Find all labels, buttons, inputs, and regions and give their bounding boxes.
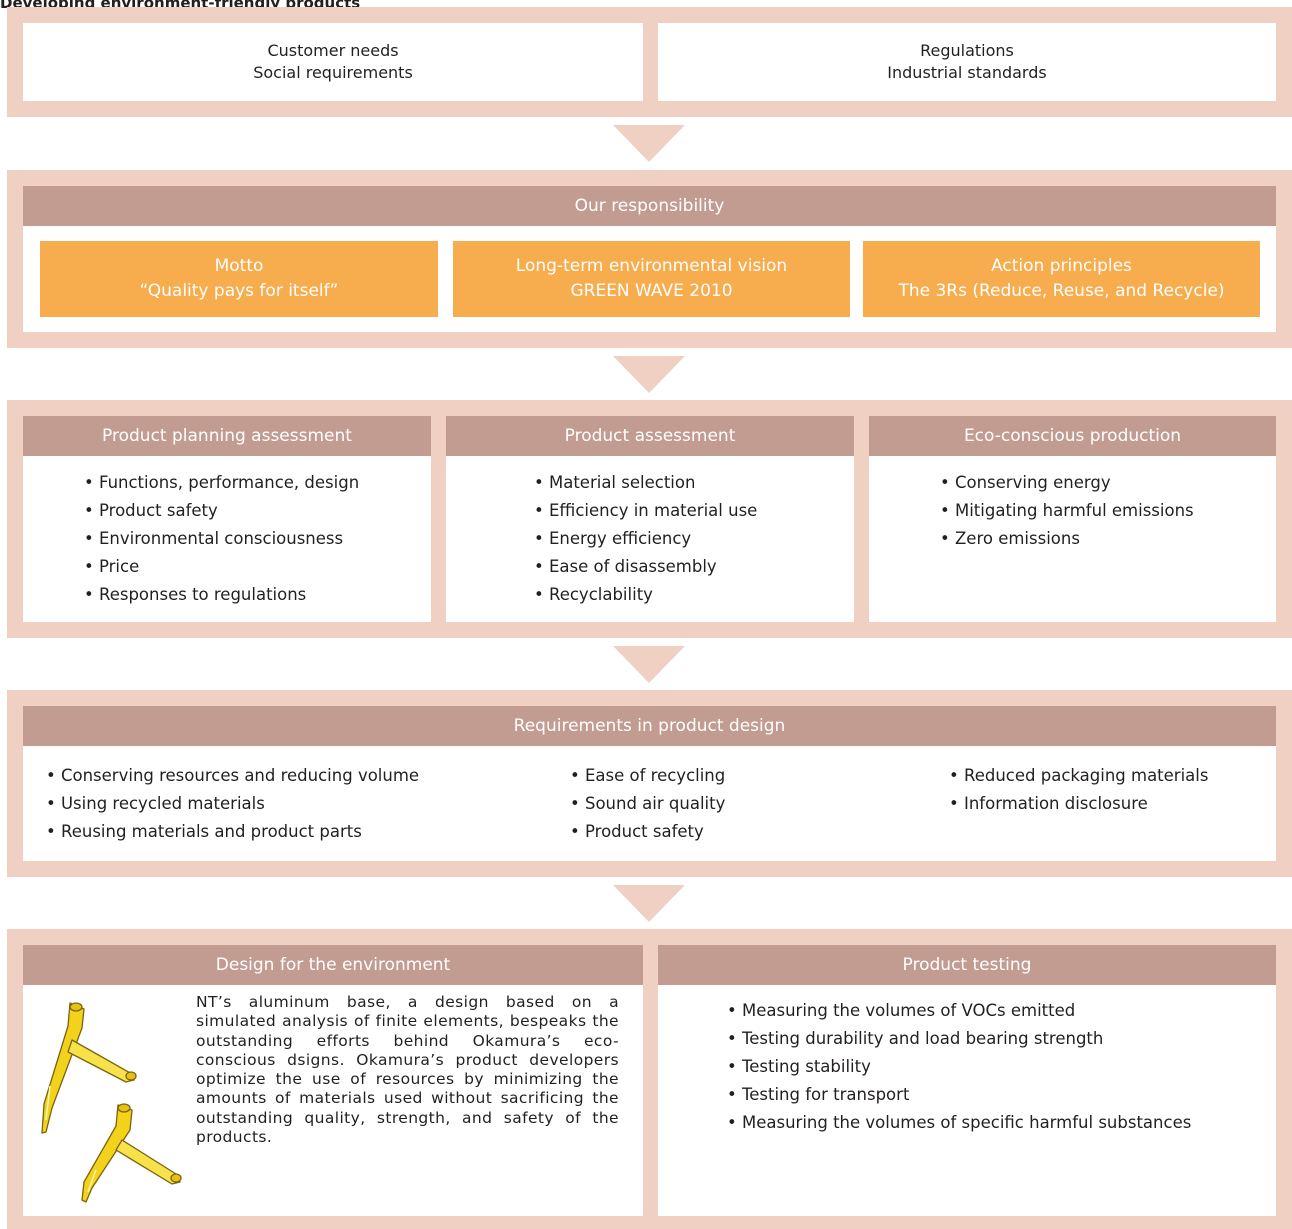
list-item: Conserving resources and reducing volume (46, 762, 419, 790)
chair-base-part-upper (41, 1002, 137, 1134)
list-item: Material selection (534, 469, 757, 497)
vision-text: GREEN WAVE 2010 (570, 281, 733, 301)
list-item: Reduced packaging materials (949, 762, 1208, 790)
list-item: Conserving energy (940, 469, 1194, 497)
list-item: Testing stability (727, 1053, 1191, 1081)
responsibility-header: Our responsibility (23, 186, 1276, 226)
motto-box: Motto “Quality pays for itself” (40, 241, 438, 317)
regulations-box: Regulations Industrial standards (658, 23, 1276, 101)
planning-assessment-list: Functions, performance, design Product s… (84, 469, 359, 609)
list-item: Mitigating harmful emissions (940, 497, 1194, 525)
list-item: Using recycled materials (46, 790, 419, 818)
requirements-list-3: Reduced packaging materials Information … (949, 762, 1208, 818)
motto-label: Motto (214, 256, 264, 276)
list-item: Sound air quality (570, 790, 725, 818)
social-requirements-text: Social requirements (253, 63, 413, 82)
requirements-header: Requirements in product design (23, 706, 1276, 746)
regulations-text: Regulations (920, 41, 1014, 60)
list-item: Environmental consciousness (84, 525, 359, 553)
design-description: NT’s aluminum base, a design based on a … (196, 993, 619, 1147)
list-item: Efficiency in material use (534, 497, 757, 525)
list-item: Measuring the volumes of VOCs emitted (727, 997, 1191, 1025)
eco-production-list: Conserving energy Mitigating harmful emi… (940, 469, 1194, 553)
eco-production-header: Eco-conscious production (869, 416, 1276, 456)
principles-label: Action principles (991, 256, 1132, 276)
list-item: Ease of recycling (570, 762, 725, 790)
industrial-standards-text: Industrial standards (887, 63, 1047, 82)
product-assessment-list: Material selection Efficiency in materia… (534, 469, 757, 609)
requirements-list-2: Ease of recycling Sound air quality Prod… (570, 762, 725, 846)
planning-assessment-header: Product planning assessment (23, 416, 431, 456)
motto-text: “Quality pays for itself” (139, 281, 339, 301)
flow-arrow-1 (613, 125, 685, 162)
list-item: Recyclability (534, 581, 757, 609)
principles-text: The 3Rs (Reduce, Reuse, and Recycle) (898, 281, 1225, 301)
product-assessment-header: Product assessment (446, 416, 854, 456)
list-item: Product safety (570, 818, 725, 846)
list-item: Information disclosure (949, 790, 1208, 818)
list-item: Zero emissions (940, 525, 1194, 553)
chair-base-parts-image (41, 1002, 182, 1203)
list-item: Functions, performance, design (84, 469, 359, 497)
testing-header: Product testing (658, 945, 1276, 985)
requirements-list-1: Conserving resources and reducing volume… (46, 762, 419, 846)
list-item: Reusing materials and product parts (46, 818, 419, 846)
list-item: Testing for transport (727, 1081, 1191, 1109)
list-item: Product safety (84, 497, 359, 525)
vision-label: Long-term environmental vision (515, 256, 788, 276)
flow-arrow-2 (613, 356, 685, 393)
design-header: Design for the environment (23, 945, 643, 985)
list-item: Energy efficiency (534, 525, 757, 553)
vision-box: Long-term environmental vision GREEN WAV… (453, 241, 850, 317)
list-item: Price (84, 553, 359, 581)
list-item: Ease of disassembly (534, 553, 757, 581)
testing-list: Measuring the volumes of VOCs emitted Te… (727, 997, 1191, 1137)
flow-arrow-4 (613, 885, 685, 922)
list-item: Responses to regulations (84, 581, 359, 609)
chair-base-part-lower (81, 1103, 182, 1203)
list-item: Measuring the volumes of specific harmfu… (727, 1109, 1191, 1137)
customer-needs-box: Customer needs Social requirements (23, 23, 643, 101)
flow-arrow-3 (613, 646, 685, 683)
list-item: Testing durability and load bearing stre… (727, 1025, 1191, 1053)
principles-box: Action principles The 3Rs (Reduce, Reuse… (863, 241, 1260, 317)
customer-needs-text: Customer needs (267, 41, 399, 60)
